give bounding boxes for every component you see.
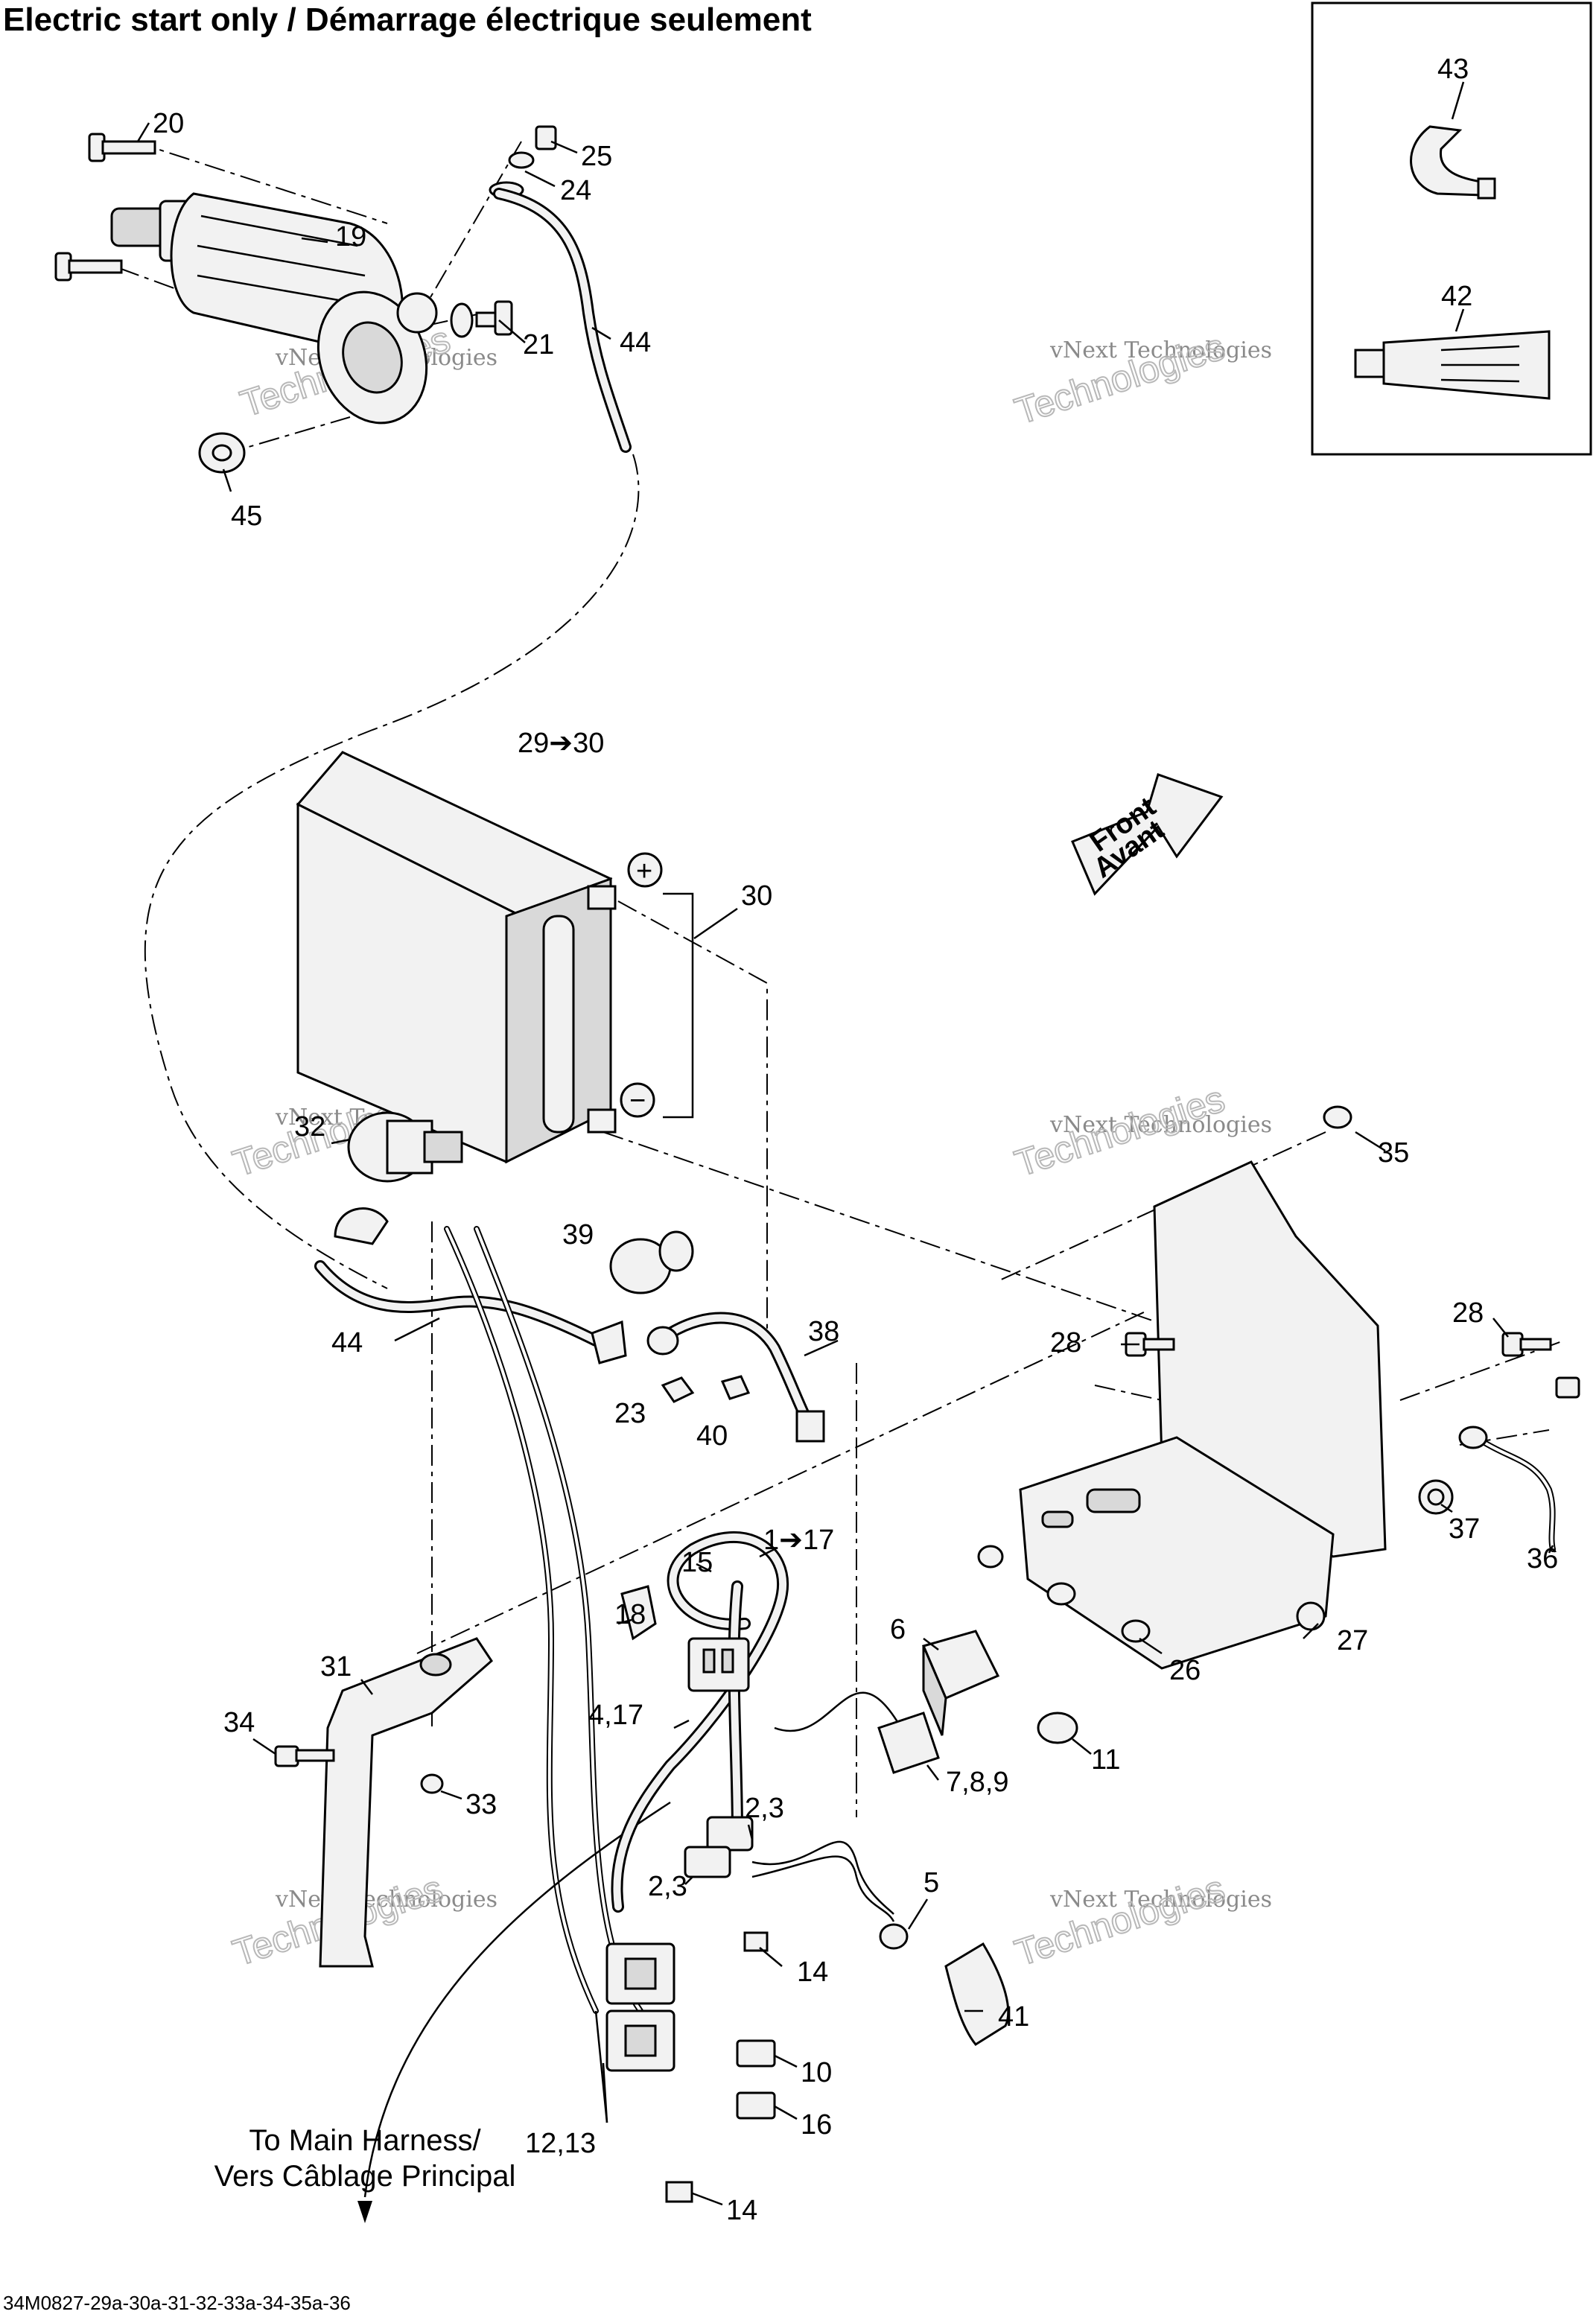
callout-35: 35 [1378, 1137, 1409, 1169]
callout-25: 25 [581, 141, 612, 172]
callout-14-bottom: 14 [726, 2195, 757, 2226]
battery-positive-label: + [636, 856, 652, 887]
callout-28-left: 28 [1050, 1327, 1081, 1358]
clip-11 [1037, 1712, 1078, 1744]
callout-14-top: 14 [797, 1957, 828, 1988]
watermark-text: vNext Technologies [1049, 1887, 1272, 1913]
screw-34 [274, 1745, 335, 1767]
starter-motor [110, 192, 438, 425]
callout-5: 5 [923, 1867, 939, 1898]
callout-1-17: 1➔17 [763, 1525, 834, 1556]
fuse-14-bottom [665, 2181, 693, 2203]
ground-5 [751, 1855, 909, 1950]
solenoid-32 [334, 1111, 463, 1245]
bolt-21 [450, 300, 513, 338]
callout-39: 39 [562, 1219, 594, 1251]
callout-40: 40 [696, 1420, 728, 1452]
nut-25 [489, 125, 557, 199]
bracket-31 [319, 1637, 493, 1968]
battery-negative-label: − [629, 1085, 646, 1116]
connector-2-3 [684, 1816, 754, 1878]
boot-39 [609, 1230, 694, 1294]
callout-2-3-top: 2,3 [745, 1793, 784, 1824]
leader-lines [136, 81, 1554, 2206]
cable-44-lower [314, 1260, 627, 1364]
boot-41 [944, 1942, 1010, 2046]
battery-positive-symbol [627, 852, 663, 888]
bolt-20 [54, 133, 156, 282]
callout-12-13: 12,13 [525, 2128, 596, 2159]
fuse-box-12-13 [605, 1942, 675, 2072]
battery: + − [296, 751, 694, 1164]
diagram-title: Electric start only / Démarrage électriq… [3, 1, 812, 38]
callout-7-8-9: 7,8,9 [946, 1767, 1009, 1798]
inset-box [1311, 1, 1592, 456]
callout-26: 26 [1169, 1655, 1201, 1686]
callout-41: 41 [998, 2001, 1029, 2033]
connector-15 [687, 1637, 750, 1692]
callout-24: 24 [560, 175, 591, 206]
callout-36: 36 [1527, 1543, 1558, 1574]
callout-11: 11 [1091, 1744, 1120, 1776]
bolt-28-right [1501, 1332, 1580, 1399]
main-harness [357, 1226, 903, 2223]
callout-34: 34 [223, 1707, 255, 1738]
callout-43: 43 [1437, 54, 1469, 85]
callout-33: 33 [465, 1789, 497, 1820]
nut-23 [661, 1376, 695, 1403]
harness-caption: To Main Harness/ Vers Câblage Principal [186, 2123, 544, 2194]
callout-28-right: 28 [1452, 1297, 1484, 1329]
callout-labels: 20 25 24 19 21 44 45 43 42 29➔30 30 32 3… [153, 54, 1558, 2226]
front-arrow: Front Avant [1071, 773, 1224, 896]
nut-40 [720, 1375, 751, 1400]
cable-38 [646, 1312, 825, 1443]
fuse-16 [736, 2091, 776, 2120]
callout-18: 18 [614, 1599, 646, 1630]
callout-44-lower: 44 [331, 1327, 363, 1358]
callout-45: 45 [231, 500, 262, 532]
callout-37: 37 [1449, 1513, 1480, 1545]
battery-tray-27 [1019, 1160, 1387, 1670]
caption-line-1: To Main Harness/ [249, 2124, 481, 2157]
callout-38: 38 [808, 1316, 839, 1347]
callout-2-3-lower: 2,3 [648, 1871, 687, 1902]
callout-4-17: 4,17 [588, 1700, 643, 1731]
nut-35 [1323, 1105, 1352, 1129]
callout-20: 20 [153, 108, 184, 139]
cable-36 [1458, 1426, 1556, 1552]
callout-30: 30 [741, 880, 772, 912]
callout-31: 31 [320, 1651, 352, 1682]
callout-15: 15 [681, 1547, 713, 1578]
callout-27: 27 [1337, 1625, 1368, 1656]
callout-19: 19 [335, 221, 366, 252]
watermark-text: vNext Technologies [275, 1887, 497, 1913]
callout-10: 10 [801, 2057, 832, 2088]
callout-29-30: 29➔30 [518, 728, 604, 759]
watermark-text: vNext Technologies [1049, 337, 1272, 363]
watermark-big: Technologies [1010, 1867, 1230, 1974]
fuse-14-top [743, 1931, 769, 1952]
callout-16: 16 [801, 2109, 832, 2141]
clip-18 [620, 1585, 657, 1641]
battery-negative-symbol [620, 1082, 655, 1118]
screw-33 [420, 1773, 444, 1794]
callout-44-top: 44 [620, 327, 651, 358]
watermark-text: vNext Technologies [1049, 1112, 1272, 1138]
fuse-10 [736, 2039, 776, 2068]
callout-21: 21 [523, 329, 554, 360]
callout-6: 6 [890, 1614, 906, 1645]
cable-44-top [493, 188, 632, 453]
callout-32: 32 [294, 1111, 325, 1143]
callout-23: 23 [614, 1398, 646, 1429]
relay-socket-7-8-9 [877, 1712, 940, 1774]
relay-6 [921, 1630, 1000, 1736]
caption-line-2: Vers Câblage Principal [214, 2160, 516, 2193]
washer-37 [1418, 1479, 1454, 1515]
drawing-code: 34M0827-29a-30a-31-32-33a-34-35a-36 [3, 2292, 351, 2314]
washer-45 [198, 432, 246, 474]
grommet-26 [977, 1545, 1151, 1643]
callout-42: 42 [1441, 281, 1472, 312]
